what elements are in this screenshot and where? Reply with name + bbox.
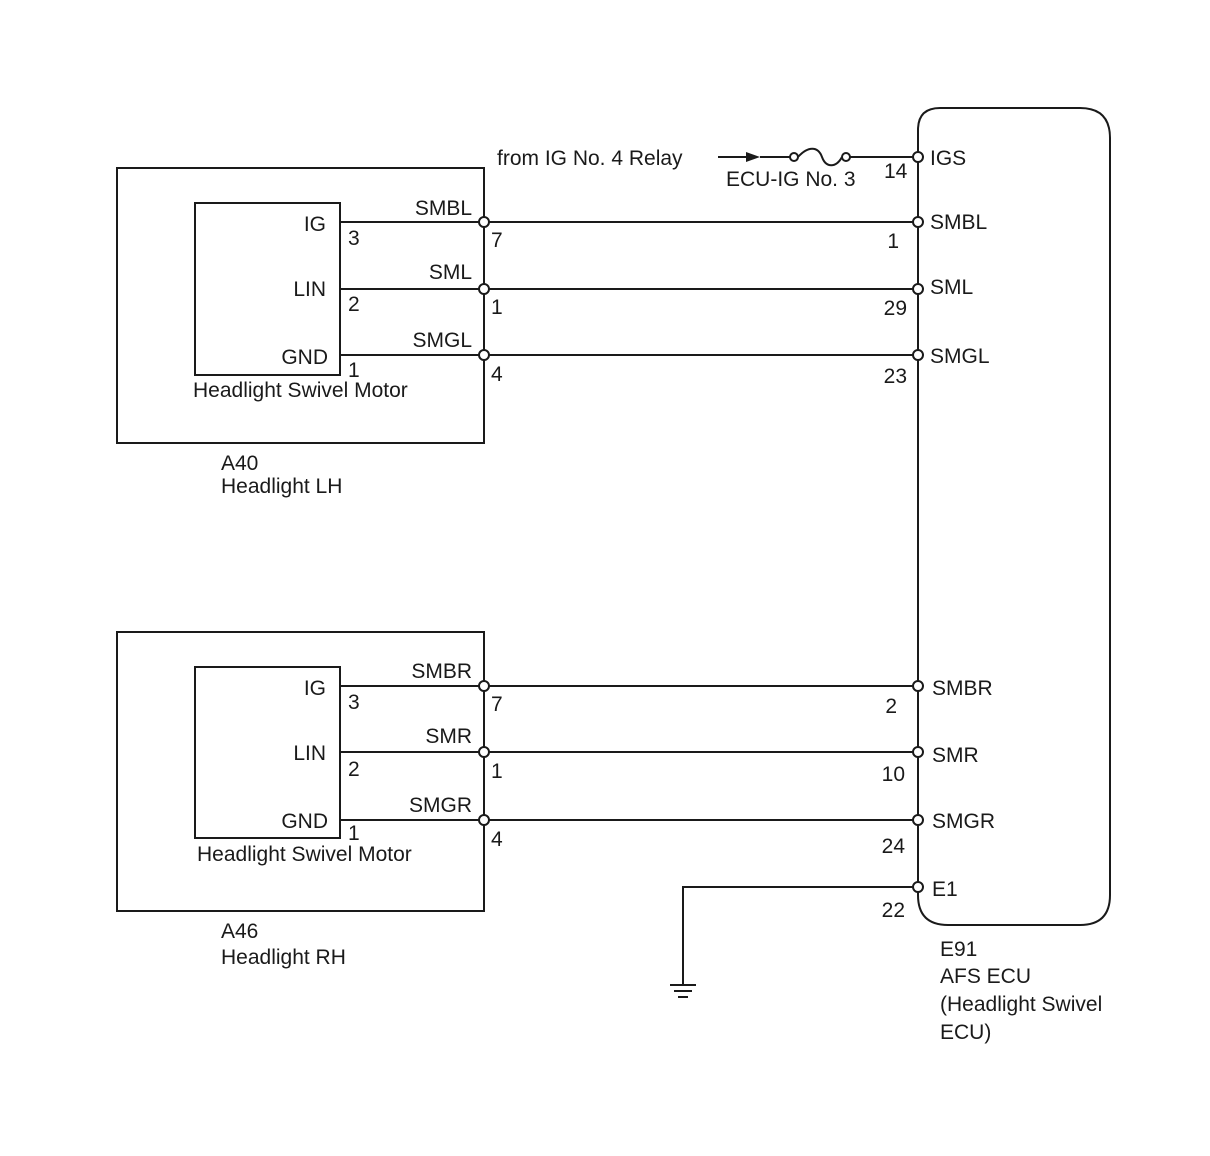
ecu-pin-sml-terminal (912, 283, 924, 295)
ecu-pin-smbl-terminal (912, 216, 924, 228)
ecu-pin-smbl-name: SMBL (930, 211, 987, 234)
connector-rh-pin-smr-num: 1 (491, 760, 503, 783)
connector-rh-terminal-smgr (478, 814, 490, 826)
ecu-pin-smbr-terminal (912, 680, 924, 692)
motor-rh-pin-ig-label: IG (304, 677, 326, 700)
ecu-outline (917, 107, 1111, 926)
ecu-pin-igs-terminal (912, 151, 924, 163)
ecu-pin-sml-num: 29 (884, 297, 907, 320)
ecu-pin-smgr-name: SMGR (932, 810, 995, 833)
ecu-pin-smgr-num: 24 (882, 835, 906, 858)
wire-lh-sml-label: SML (429, 261, 472, 284)
connector-lh-terminal-smbl (478, 216, 490, 228)
motor-rh-pin-lin-label: LIN (293, 742, 326, 765)
motor-lh-pin-ig-label: IG (304, 213, 326, 236)
connector-lh-pin-sml-num: 1 (491, 296, 503, 319)
headlight-rh-box (116, 631, 485, 912)
ecu-pin-igs-num: 14 (884, 160, 908, 183)
wire-e1-ground (682, 886, 913, 985)
ecu-name: AFS ECU (940, 965, 1031, 988)
ecu-pin-smgl-name: SMGL (930, 345, 990, 368)
motor-rh-pin-ig-num: 3 (348, 691, 360, 714)
relay-source-label: from IG No. 4 Relay (497, 147, 683, 170)
ecu-pin-smbr-name: SMBR (932, 677, 993, 700)
ground-icon (670, 984, 696, 998)
motor-rh-title: Headlight Swivel Motor (197, 843, 412, 866)
ecu-pin-sml-name: SML (930, 276, 973, 299)
headlight-lh-box (116, 167, 485, 444)
fuse-terminal-right (841, 152, 851, 162)
ecu-pin-smgl-num: 23 (884, 365, 907, 388)
relay-arrow-head (746, 152, 760, 162)
wire-rh-smgr-label: SMGR (409, 794, 472, 817)
ecu-pin-e1-terminal (912, 881, 924, 893)
connector-lh-terminal-smgl (478, 349, 490, 361)
wire-lh-smgl-label: SMGL (412, 329, 472, 352)
ecu-desc-line1: (Headlight Swivel (940, 993, 1102, 1016)
ecu-pin-igs-name: IGS (930, 147, 966, 170)
motor-lh-pin-gnd-label: GND (281, 346, 328, 369)
connector-lh-pin-smbl-num: 7 (491, 229, 503, 252)
ecu-pin-smr-terminal (912, 746, 924, 758)
connector-rh-terminal-smbr (478, 680, 490, 692)
ecu-pin-smbl-num: 1 (887, 230, 899, 253)
headlight-rh-name: Headlight RH (221, 946, 346, 969)
motor-lh-pin-ig-num: 3 (348, 227, 360, 250)
ecu-pin-smr-name: SMR (932, 744, 979, 767)
connector-rh-pin-smbr-num: 7 (491, 693, 503, 716)
connector-rh-pin-smgr-num: 4 (491, 828, 503, 851)
headlight-lh-name: Headlight LH (221, 475, 342, 498)
fuse-label: ECU-IG No. 3 (726, 168, 856, 191)
connector-lh-pin-smgl-num: 4 (491, 363, 503, 386)
wire-lh-smbl-label: SMBL (415, 197, 472, 220)
connector-lh-terminal-sml (478, 283, 490, 295)
ecu-desc-line2: ECU) (940, 1021, 991, 1044)
connector-rh-terminal-smr (478, 746, 490, 758)
headlight-lh-code: A40 (221, 452, 258, 475)
ecu-pin-smr-num: 10 (882, 763, 905, 786)
motor-lh-title: Headlight Swivel Motor (193, 379, 408, 402)
wire-rh-smr-label: SMR (425, 725, 472, 748)
motor-lh-pin-lin-num: 2 (348, 293, 360, 316)
ecu-pin-e1-num: 22 (882, 899, 905, 922)
fuse-terminal-left (789, 152, 799, 162)
motor-rh-pin-gnd-label: GND (281, 810, 328, 833)
fuse-icon (797, 147, 843, 167)
motor-lh-pin-gnd-num: 1 (348, 359, 360, 382)
motor-rh-pin-lin-num: 2 (348, 758, 360, 781)
wire-rh-smbr-label: SMBR (411, 660, 472, 683)
headlight-rh-code: A46 (221, 920, 258, 943)
motor-lh-pin-lin-label: LIN (293, 278, 326, 301)
ecu-code: E91 (940, 938, 977, 961)
ecu-pin-smbr-num: 2 (885, 695, 897, 718)
motor-rh-pin-gnd-num: 1 (348, 822, 360, 845)
ecu-pin-e1-name: E1 (932, 878, 958, 901)
ecu-pin-smgl-terminal (912, 349, 924, 361)
ecu-pin-smgr-terminal (912, 814, 924, 826)
